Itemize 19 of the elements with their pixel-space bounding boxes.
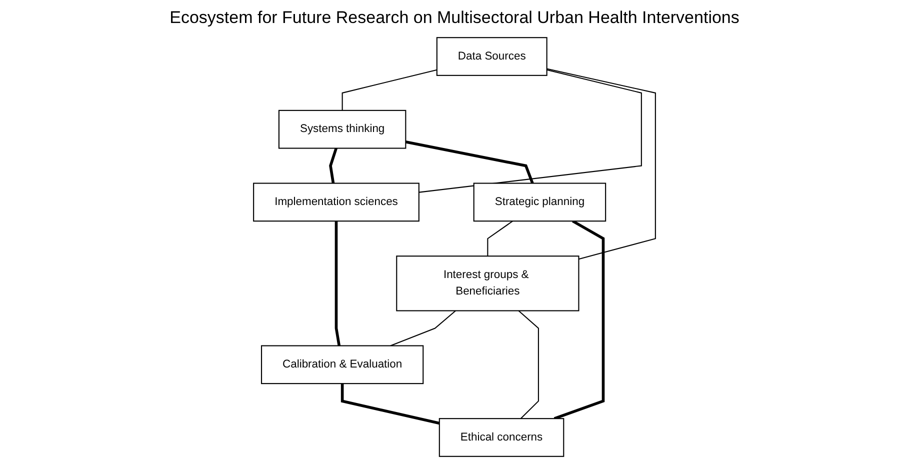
connector bbox=[418, 69, 642, 193]
node-box: Strategic planning bbox=[473, 182, 606, 222]
node-box: Ethical concerns bbox=[438, 418, 564, 457]
node-box: Data Sources bbox=[436, 37, 548, 76]
connector bbox=[518, 310, 539, 419]
connector bbox=[334, 221, 341, 346]
connector bbox=[554, 220, 605, 420]
connector bbox=[390, 310, 456, 346]
connector bbox=[342, 69, 438, 110]
connector bbox=[405, 140, 534, 184]
connector bbox=[546, 68, 656, 260]
connector bbox=[329, 148, 338, 184]
node-box: Calibration & Evaluation bbox=[260, 345, 424, 384]
connector bbox=[340, 384, 440, 425]
node-box: Implementation sciences bbox=[253, 182, 420, 222]
node-box: Interest groups & Beneficiaries bbox=[396, 256, 580, 312]
diagram-title: Ecosystem for Future Research on Multisectoral Urban Health Interventions bbox=[168, 8, 740, 28]
connector bbox=[487, 220, 513, 256]
node-box: Systems thinking bbox=[278, 110, 406, 149]
